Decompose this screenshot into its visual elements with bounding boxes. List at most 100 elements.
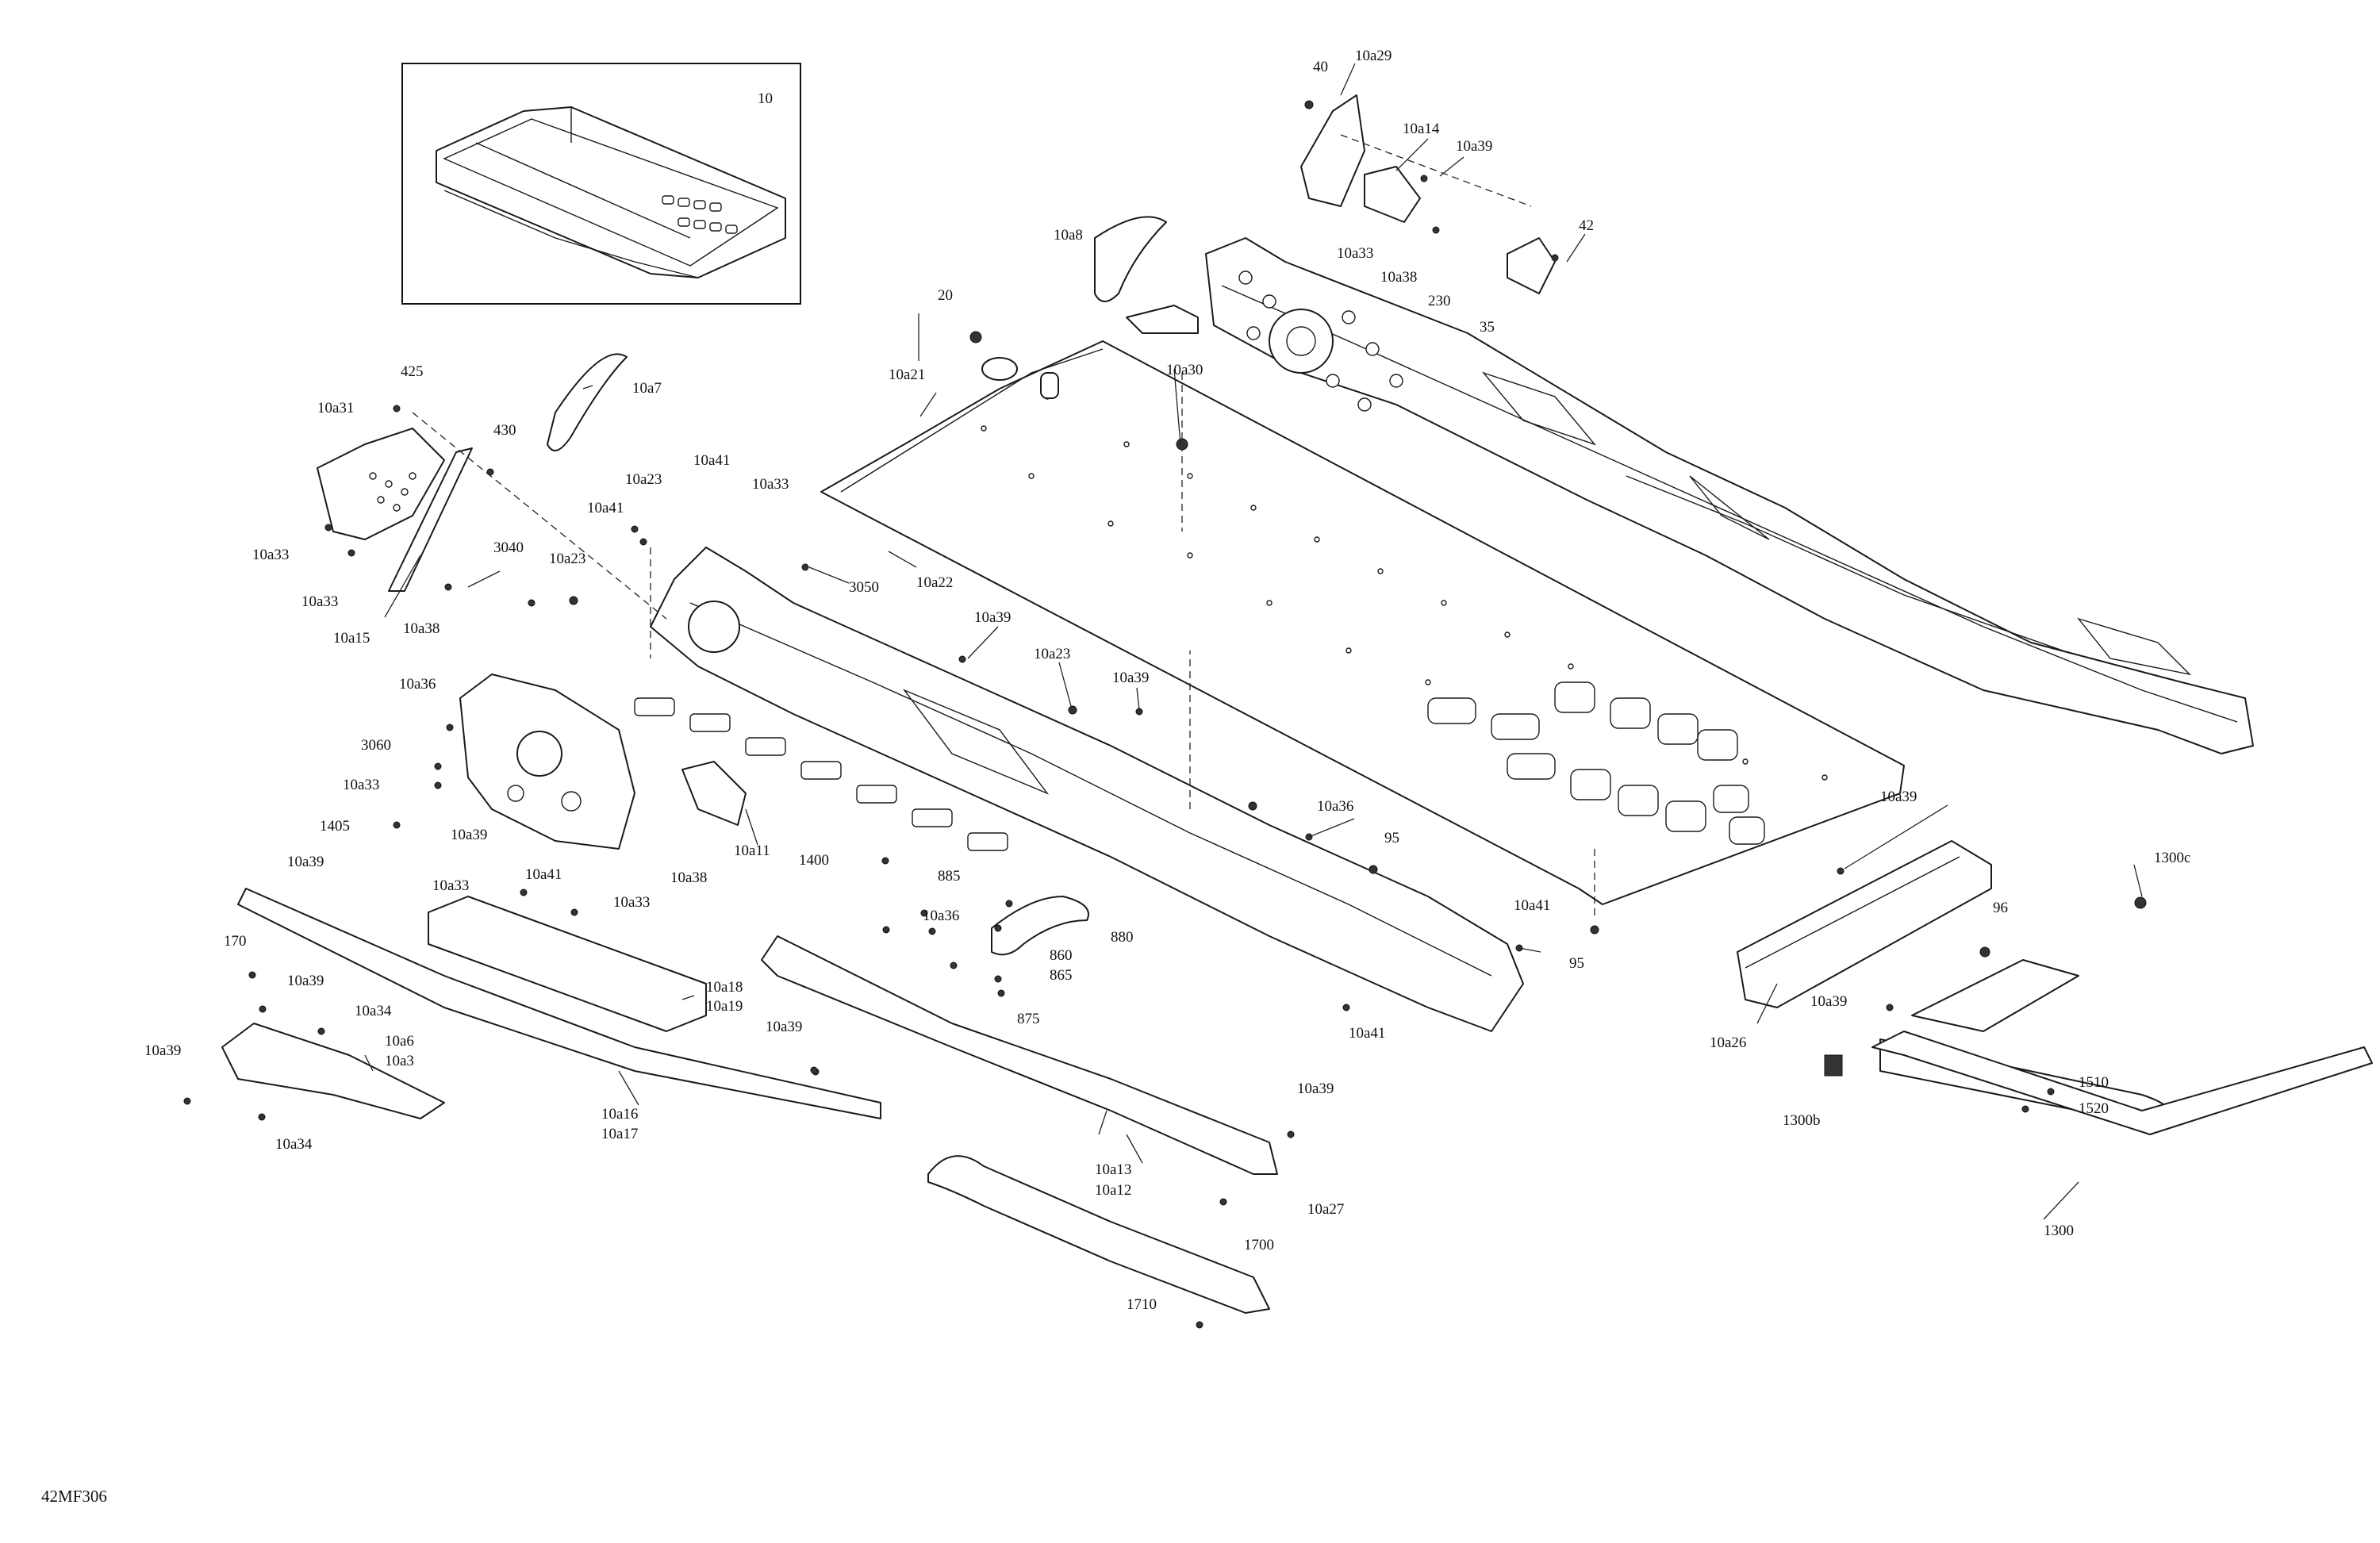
left-rail-cutouts — [634, 697, 1008, 851]
callout: 10a41 — [587, 500, 624, 516]
callout: 10a23 — [549, 551, 585, 567]
callout: 430 — [493, 422, 516, 439]
callout: 1405 — [320, 818, 350, 835]
callout: 10a15 — [333, 630, 370, 647]
handle-860 — [991, 896, 1089, 956]
callout: 10a39 — [1810, 993, 1847, 1010]
callout: 10a34 — [355, 1003, 392, 1019]
callout: 10a30 — [1166, 362, 1203, 378]
callout: 40 — [1313, 59, 1328, 75]
bumper-brace — [1911, 959, 2079, 1032]
callout: 10a41 — [693, 452, 730, 469]
callout: 10a39 — [974, 609, 1011, 626]
callout: 3050 — [849, 579, 879, 596]
fuel-cap-boss — [981, 357, 1018, 381]
callout: 1300 — [2044, 1223, 2074, 1239]
callout: 10a13 — [1095, 1161, 1131, 1178]
callout: 1710 — [1127, 1296, 1157, 1313]
bracket-strip-10a15 — [388, 447, 473, 592]
callout: 10a41 — [1514, 897, 1550, 914]
callout: 875 — [1017, 1011, 1040, 1027]
callout: 20 — [938, 287, 953, 304]
callout: 10a11 — [734, 843, 770, 859]
tunnel-boss — [1040, 372, 1059, 399]
callout: 10a39 — [766, 1019, 802, 1035]
callout: 10a33 — [613, 894, 650, 911]
callout: 3040 — [493, 539, 524, 556]
bracket-10a14 — [1364, 166, 1421, 223]
callout: 10a41 — [1349, 1025, 1385, 1042]
callout: 10a38 — [670, 869, 707, 886]
left-side-rail — [634, 547, 1524, 1032]
fasteners — [183, 100, 2147, 1329]
callout: 1300b — [1783, 1112, 1821, 1129]
callout-leaders — [364, 63, 2143, 1220]
callout: 1300c — [2154, 850, 2190, 866]
right-side-rail — [1126, 237, 2254, 754]
diagram-code: 42MF306 — [41, 1487, 107, 1506]
callout: 10a12 — [1095, 1182, 1131, 1199]
callout: 425 — [401, 363, 424, 380]
callout: 10a26 — [1710, 1034, 1746, 1051]
footrest-1700 — [927, 1155, 1270, 1314]
callout: 10a39 — [1297, 1080, 1334, 1097]
callout: 10a21 — [889, 367, 925, 383]
callout: 880 — [1111, 929, 1134, 946]
callout: 10a8 — [1054, 227, 1083, 244]
front-plate — [459, 674, 635, 850]
callout: 96 — [1993, 900, 2008, 916]
front-support-10a6 — [221, 1023, 445, 1119]
callout: 10a39 — [1880, 789, 1917, 805]
callout: 10a34 — [275, 1136, 313, 1153]
callout: 865 — [1050, 967, 1073, 984]
callout: 1520 — [2079, 1100, 2109, 1117]
bracket-10a11 — [681, 761, 747, 826]
left-front-bracket — [317, 428, 445, 540]
callout: 10a38 — [403, 620, 440, 637]
callout: 1700 — [1244, 1237, 1274, 1253]
callout: 1400 — [799, 852, 829, 869]
callout: 10a33 — [752, 476, 789, 493]
bumper-frame — [1871, 1031, 2373, 1135]
callout: 10a36 — [923, 908, 959, 924]
callout: 885 — [938, 868, 961, 885]
callout: 10a38 — [1380, 269, 1417, 286]
callout: 10a41 — [525, 866, 562, 883]
inset-overview: 10 — [401, 63, 801, 305]
callout: 10a39 — [144, 1042, 181, 1059]
callout: 10a33 — [343, 777, 379, 793]
bracket-10a29 — [1300, 94, 1365, 207]
bracket-10a7 — [547, 353, 628, 451]
runner-10a16 — [237, 888, 881, 1119]
callout: 10a36 — [1317, 798, 1353, 815]
callout: 10a36 — [399, 676, 436, 693]
callout: 10a29 — [1355, 48, 1392, 64]
callout: 10a19 — [706, 998, 743, 1015]
callout: 10a18 — [706, 979, 743, 996]
callout: 10a33 — [1337, 245, 1373, 262]
left-rail-hole — [688, 601, 740, 653]
tunnel-vent-slots — [1427, 681, 1765, 845]
callout: 170 — [224, 933, 247, 950]
callout: 10a27 — [1307, 1201, 1344, 1218]
bracket-10a8 — [1094, 216, 1167, 302]
bracket-35 — [1507, 237, 1556, 294]
inset-tunnel-sketch — [436, 106, 786, 278]
callout: 3060 — [361, 737, 391, 754]
footrest-support-10a18 — [428, 896, 707, 1032]
callout: 10a39 — [451, 827, 487, 843]
bracket-grid — [369, 472, 416, 512]
callout: 10a14 — [1403, 121, 1440, 137]
callout: 10a33 — [432, 877, 469, 894]
callout: 10a17 — [601, 1126, 638, 1142]
callout: 860 — [1050, 947, 1073, 964]
callout: 10a39 — [1456, 138, 1492, 155]
rail-holes — [1238, 271, 1403, 412]
callout: 35 — [1480, 319, 1495, 336]
callout: 10a33 — [301, 593, 338, 610]
callout: 10a7 — [632, 380, 662, 397]
callout: 10a22 — [916, 574, 953, 591]
callout: 10a6 — [385, 1033, 414, 1050]
callout: 10a39 — [1112, 670, 1149, 686]
inset-vent-slots — [662, 195, 738, 234]
